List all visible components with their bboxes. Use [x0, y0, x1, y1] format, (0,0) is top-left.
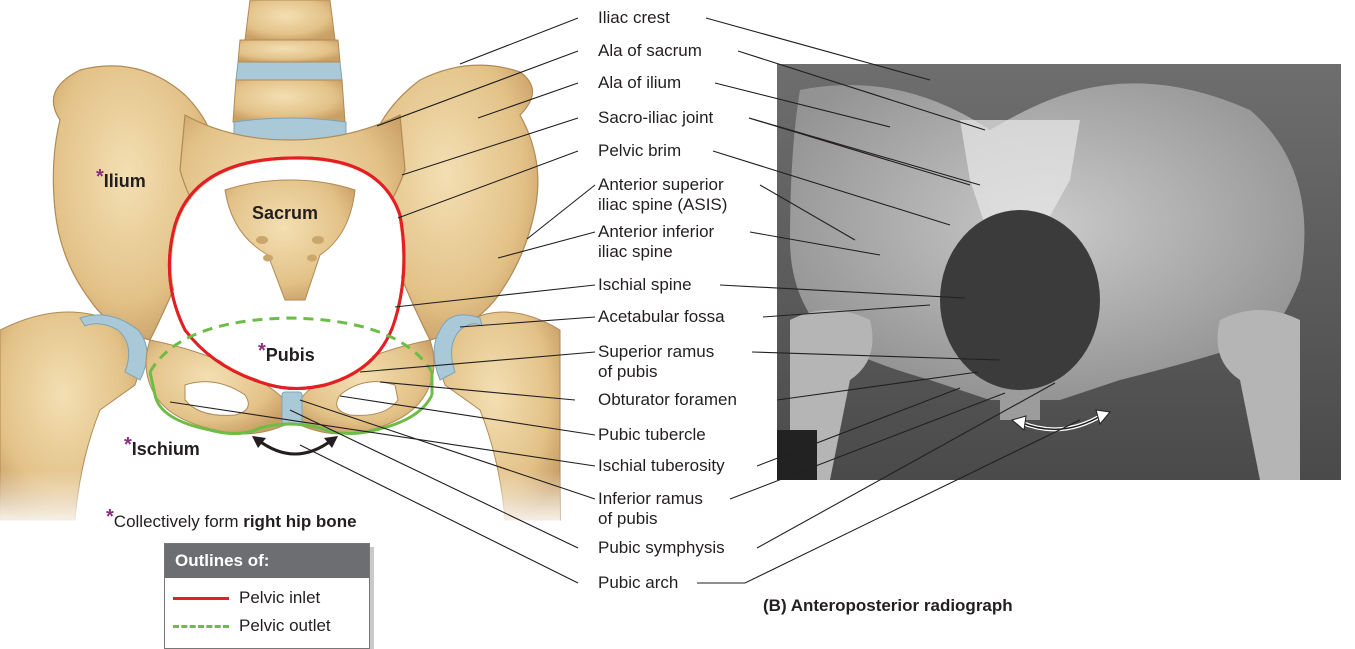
- label-acetabular-fossa: Acetabular fossa: [598, 307, 725, 327]
- radiograph-caption: (B) Anteroposterior radiograph: [763, 596, 1013, 616]
- label-sacro-iliac-joint: Sacro-iliac joint: [598, 108, 713, 128]
- bone-label-ilium: *Ilium: [96, 170, 146, 193]
- label-pubic-symphysis: Pubic symphysis: [598, 538, 725, 558]
- legend-swatch-inlet: [173, 597, 229, 600]
- anatomical-illustration: [0, 0, 560, 530]
- lumbar-vertebra: [245, 0, 335, 40]
- outline-legend: Outlines of: Pelvic inlet Pelvic outlet: [164, 543, 370, 649]
- footnote-asterisk: *: [106, 506, 114, 528]
- bone-label-sacrum: Sacrum: [252, 203, 318, 224]
- label-pelvic-brim: Pelvic brim: [598, 141, 681, 161]
- label-ala-of-ilium: Ala of ilium: [598, 73, 681, 93]
- legend-title: Outlines of:: [165, 544, 369, 578]
- legend-item-inlet: Pelvic inlet: [173, 588, 320, 608]
- hip-bone-footnote: *Collectively form right hip bone: [106, 511, 357, 532]
- label-ala-of-sacrum: Ala of sacrum: [598, 41, 702, 61]
- label-ischial-tuberosity: Ischial tuberosity: [598, 456, 725, 476]
- legend-swatch-outlet: [173, 625, 229, 628]
- label-pubic-tubercle: Pubic tubercle: [598, 425, 706, 445]
- label-ischial-spine: Ischial spine: [598, 275, 692, 295]
- pubic-arch-arrow: [258, 440, 332, 454]
- bone-label-pubis: *Pubis: [258, 344, 315, 367]
- bone-label-ischium: *Ischium: [124, 438, 200, 461]
- label-obturator-foramen: Obturator foramen: [598, 390, 737, 410]
- label-pubic-arch: Pubic arch: [598, 573, 678, 593]
- radiograph: [777, 64, 1341, 480]
- legend-item-outlet: Pelvic outlet: [173, 616, 331, 636]
- label-iliac-crest: Iliac crest: [598, 8, 670, 28]
